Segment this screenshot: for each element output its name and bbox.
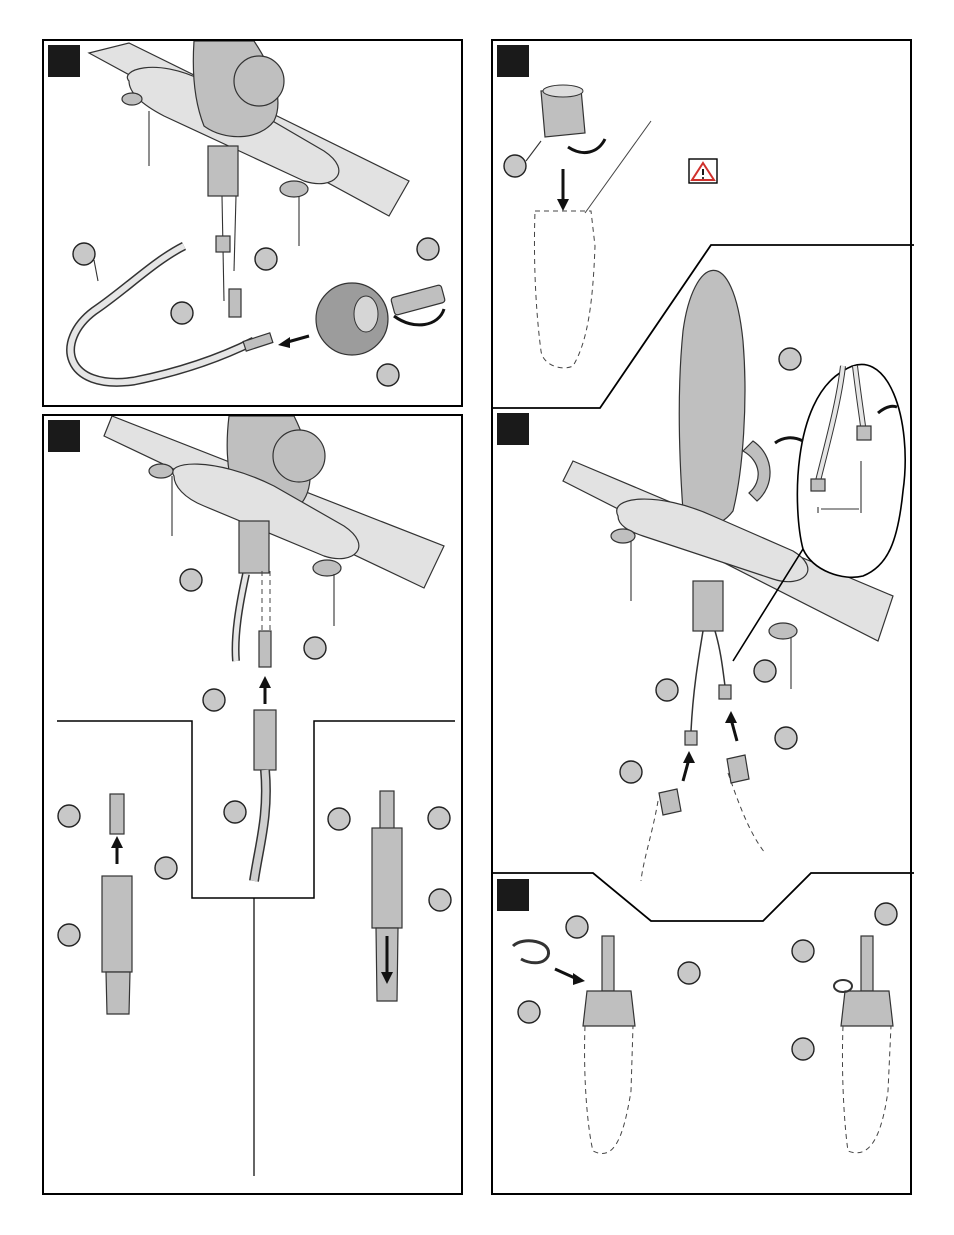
faucet-handle (273, 430, 325, 482)
supply-tube-installed (861, 936, 873, 991)
step-number-box (497, 45, 529, 77)
callout-2 (779, 348, 801, 370)
callout-8 (328, 808, 350, 830)
callout-1 (73, 243, 95, 265)
callout-9 (428, 807, 450, 829)
callout-12 (792, 1038, 814, 1060)
hot-connector (719, 685, 731, 699)
supply-line-hidden (534, 211, 595, 368)
callout-3 (656, 679, 678, 701)
illustration-right-column (493, 41, 914, 1197)
callout-4 (754, 660, 776, 682)
warning-triangle-icon (689, 159, 717, 183)
supply-tube (602, 936, 614, 991)
step-number-box (497, 879, 529, 911)
callout-4 (417, 238, 439, 260)
callout-10 (429, 889, 451, 911)
hose-end (243, 333, 273, 351)
pull-out-hose (71, 246, 254, 382)
step-number-box (497, 413, 529, 445)
callout-8 (678, 962, 700, 984)
hose-guide (391, 285, 446, 316)
mounting-shank (693, 581, 723, 631)
mounting-shank (239, 521, 269, 573)
quick-connect (229, 289, 241, 317)
mounting-shank (208, 146, 238, 196)
callout-2 (304, 637, 326, 659)
compression-nut-installed (841, 991, 893, 1026)
callout-6 (775, 727, 797, 749)
illustration-adapter (44, 416, 465, 1197)
callout-4 (224, 801, 246, 823)
cold-connector (685, 731, 697, 745)
adapter-pin-installed (380, 791, 394, 831)
faucet-handle (234, 56, 284, 106)
callout-2 (255, 248, 277, 270)
callout-7 (58, 924, 80, 946)
panel-right-column (491, 39, 912, 1195)
cold-supply-nut (659, 789, 681, 815)
illustration-hose-removal (44, 41, 465, 409)
adapter-pin (110, 794, 124, 834)
hose-adapter (254, 710, 276, 770)
callout-5 (620, 761, 642, 783)
callout-7 (566, 916, 588, 938)
callout-6 (155, 857, 177, 879)
callout-11 (792, 940, 814, 962)
callout-1 (504, 155, 526, 177)
callout-3 (171, 302, 193, 324)
quick-connect (259, 631, 271, 667)
panel-step-hose-adapter (42, 414, 463, 1195)
callout-9 (518, 1001, 540, 1023)
hot-supply-nut (727, 755, 749, 783)
compression-nut (583, 991, 635, 1026)
callout-3 (203, 689, 225, 711)
callout-10 (875, 903, 897, 925)
panel-step-remove-hose (42, 39, 463, 407)
adapter-sleeve-installed (372, 828, 402, 928)
faucet-spout (679, 270, 745, 526)
retaining-clip (513, 941, 549, 963)
callout-5 (377, 364, 399, 386)
adapter-sleeve (102, 876, 132, 972)
hose-connector (216, 236, 230, 252)
callout-1 (180, 569, 202, 591)
faucet-lever (743, 441, 770, 501)
callout-5 (58, 805, 80, 827)
step-divider-bottom (493, 873, 914, 921)
